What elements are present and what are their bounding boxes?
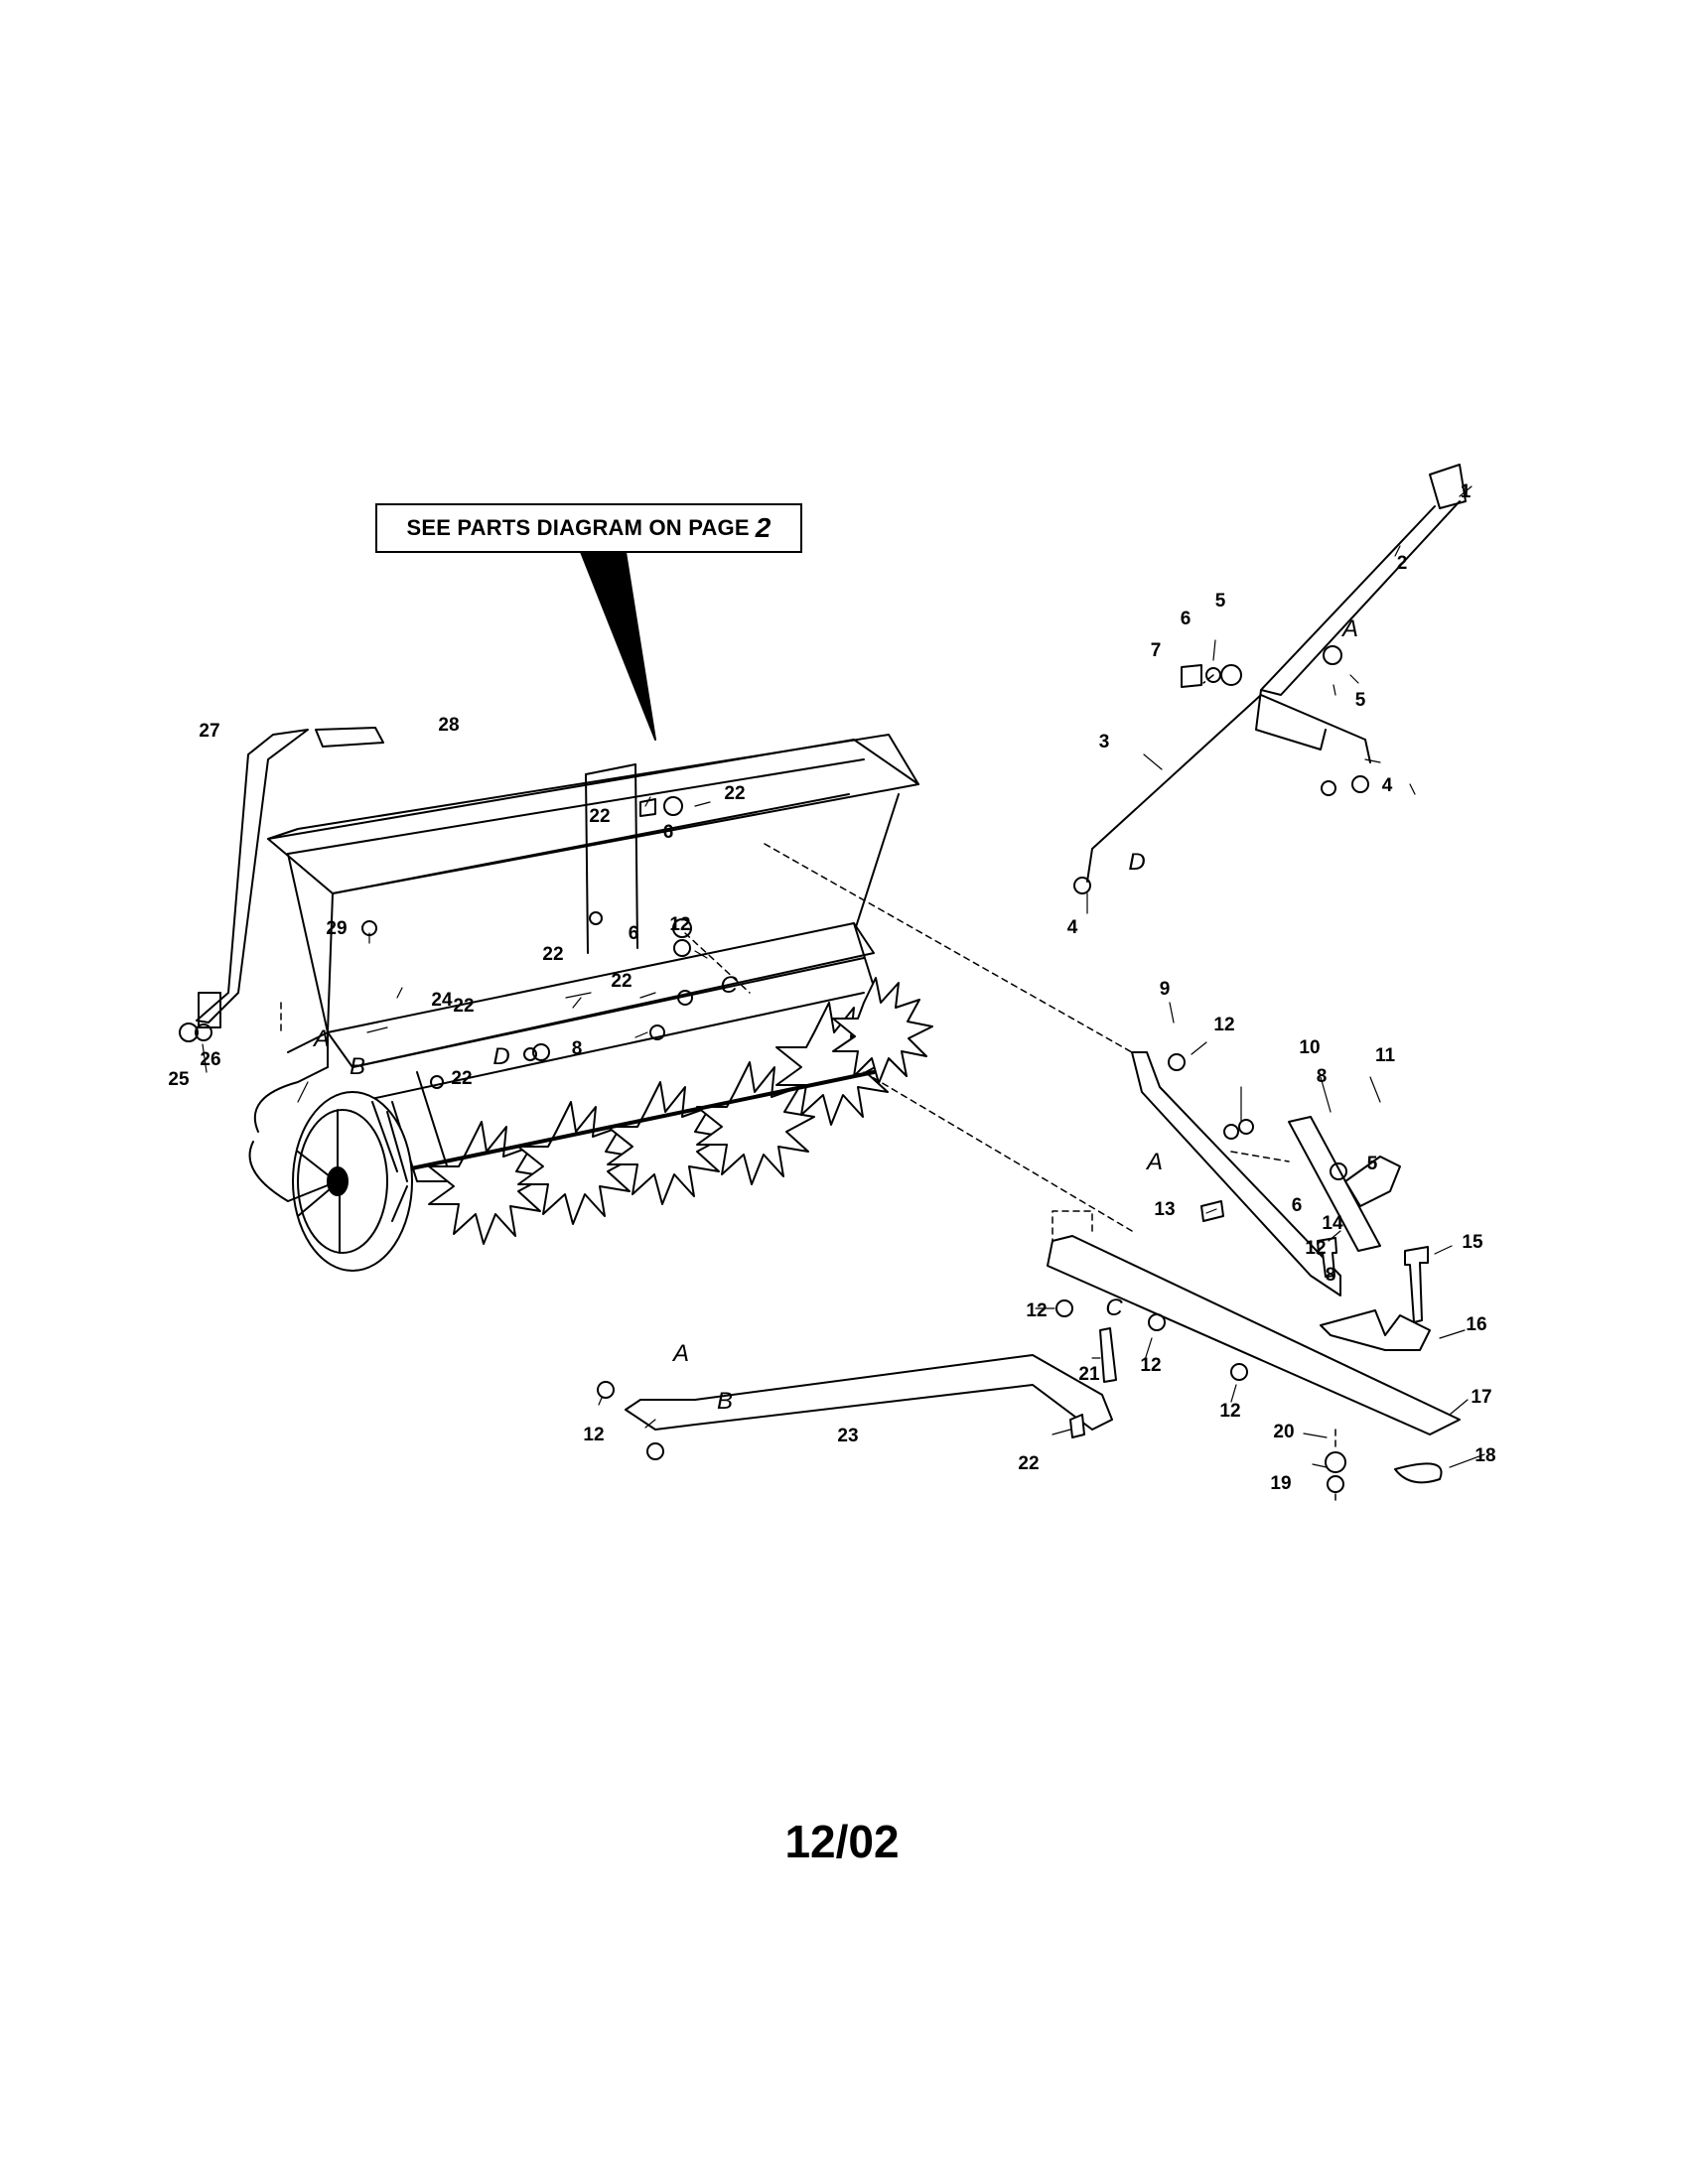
reference-letter-a: A bbox=[312, 1025, 330, 1052]
revision-date: 12/02 bbox=[784, 1816, 900, 1867]
hopper bbox=[267, 734, 919, 1033]
part-label-23: 23 bbox=[837, 1426, 858, 1446]
part-label-12: 12 bbox=[1219, 1401, 1240, 1422]
pin-15 bbox=[1404, 1246, 1429, 1323]
part-label-12: 12 bbox=[583, 1425, 604, 1445]
grip-28 bbox=[315, 727, 384, 748]
reference-letter-d: D bbox=[1128, 849, 1145, 876]
part-label-1: 1 bbox=[1461, 481, 1472, 502]
part-label-21: 21 bbox=[1078, 1364, 1100, 1385]
part-label-18: 18 bbox=[1474, 1445, 1495, 1466]
part-label-14: 14 bbox=[1322, 1213, 1343, 1234]
hitch-handle bbox=[1255, 464, 1467, 751]
handle-bracket bbox=[198, 992, 221, 1028]
part-label-6: 6 bbox=[1181, 609, 1192, 629]
knob-11 bbox=[1344, 1156, 1401, 1207]
reference-letter-d: D bbox=[492, 1043, 509, 1070]
part-label-5: 5 bbox=[1355, 690, 1366, 711]
callout-page-number: 2 bbox=[755, 512, 772, 543]
part-label-19: 19 bbox=[1270, 1473, 1291, 1494]
hairpin-18 bbox=[1394, 1462, 1443, 1484]
part-label-4: 4 bbox=[1067, 917, 1078, 938]
rod-3 bbox=[1086, 694, 1371, 883]
part-label-7: 7 bbox=[1151, 640, 1162, 661]
part-label-22: 22 bbox=[451, 1068, 472, 1089]
part-label-20: 20 bbox=[1273, 1422, 1294, 1442]
part-label-12: 12 bbox=[669, 914, 690, 935]
part-label-22: 22 bbox=[724, 783, 745, 804]
part-label-2: 2 bbox=[1397, 553, 1408, 574]
part-label-15: 15 bbox=[1462, 1232, 1483, 1253]
reference-letter-b: B bbox=[717, 1388, 733, 1415]
part-label-29: 29 bbox=[326, 918, 347, 939]
part-label-22: 22 bbox=[542, 944, 563, 965]
part-label-27: 27 bbox=[199, 721, 219, 742]
reference-letter-c: C bbox=[1105, 1295, 1123, 1321]
reference-letter-a: A bbox=[671, 1340, 689, 1367]
tow-bar-17 bbox=[1047, 1235, 1461, 1435]
callout-pointer bbox=[580, 551, 656, 741]
part-label-22: 22 bbox=[453, 996, 474, 1017]
part-label-26: 26 bbox=[200, 1049, 220, 1070]
assembly-lines bbox=[280, 674, 1336, 1505]
hitch-bracket-9 bbox=[1131, 1051, 1341, 1297]
part-label-6: 6 bbox=[663, 822, 674, 843]
part-label-28: 28 bbox=[438, 715, 459, 736]
reference-letter-a: A bbox=[1145, 1149, 1163, 1175]
part-label-9: 9 bbox=[1160, 979, 1171, 1000]
part-label-8: 8 bbox=[1326, 1265, 1336, 1286]
lever-10 bbox=[1288, 1116, 1381, 1252]
part-label-16: 16 bbox=[1466, 1314, 1486, 1335]
exploded-view-drawing bbox=[179, 464, 1485, 1505]
part-label-3: 3 bbox=[1099, 732, 1110, 752]
part-label-6: 6 bbox=[1292, 1195, 1303, 1216]
part-label-11: 11 bbox=[1375, 1045, 1396, 1066]
part-label-12: 12 bbox=[1305, 1238, 1326, 1259]
part-label-25: 25 bbox=[168, 1069, 190, 1090]
part-label-5: 5 bbox=[1215, 591, 1226, 612]
callout-text: SEE PARTS DIAGRAM ON PAGE bbox=[406, 515, 750, 540]
leader-lines bbox=[202, 485, 1485, 1468]
bracket-16 bbox=[1320, 1309, 1431, 1351]
reference-letter-c: C bbox=[720, 972, 738, 999]
spike-tines bbox=[395, 977, 933, 1245]
part-label-4: 4 bbox=[1382, 775, 1393, 796]
part-label-8: 8 bbox=[572, 1038, 583, 1059]
part-label-13: 13 bbox=[1154, 1199, 1175, 1220]
part-label-24: 24 bbox=[431, 990, 453, 1011]
part-label-12: 12 bbox=[1026, 1300, 1047, 1321]
part-label-12: 12 bbox=[1140, 1355, 1161, 1376]
handle-bar-27 bbox=[196, 729, 309, 1024]
part-label-8: 8 bbox=[1317, 1066, 1328, 1087]
part-label-22: 22 bbox=[589, 806, 610, 827]
see-parts-diagram-callout: SEE PARTS DIAGRAM ON PAGE 2 bbox=[375, 503, 802, 553]
part-label-6: 6 bbox=[629, 923, 639, 944]
reference-letter-a: A bbox=[1340, 615, 1358, 642]
wheel bbox=[248, 1031, 413, 1272]
part-label-12: 12 bbox=[1213, 1015, 1234, 1035]
link-bar-23 bbox=[625, 1354, 1113, 1431]
part-label-10: 10 bbox=[1299, 1037, 1320, 1058]
part-label-22: 22 bbox=[1018, 1453, 1039, 1474]
part-label-22: 22 bbox=[611, 971, 632, 992]
part-label-17: 17 bbox=[1471, 1387, 1491, 1408]
part-label-5: 5 bbox=[1367, 1154, 1378, 1174]
reference-letter-b: B bbox=[350, 1053, 365, 1080]
